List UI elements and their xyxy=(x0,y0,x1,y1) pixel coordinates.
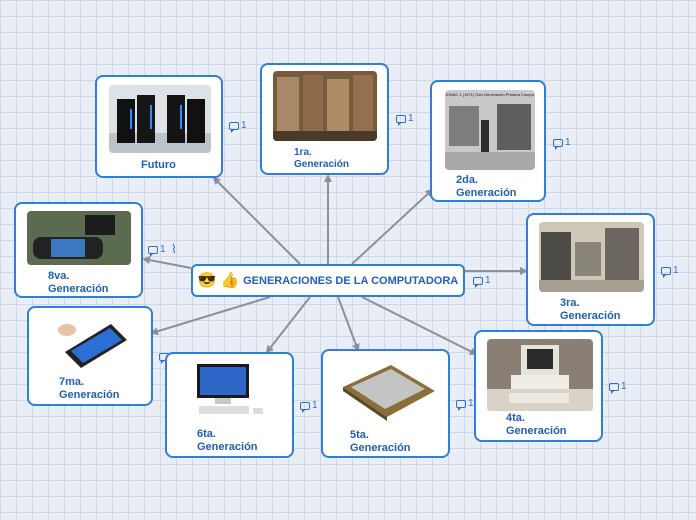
comment-icon xyxy=(553,138,563,150)
central-topic[interactable]: 😎 👍 GENERACIONES DE LA COMPUTADORA xyxy=(191,264,465,297)
comment-indicator[interactable]: 1 xyxy=(229,120,247,133)
link-gen5 xyxy=(337,296,360,352)
comment-indicator[interactable]: 1 xyxy=(148,244,166,257)
node-gen6[interactable]: 6ta. Generación xyxy=(165,352,294,458)
node-gen3[interactable]: 3ra. Generación xyxy=(526,213,655,326)
paperclip-icon[interactable]: ⌇ xyxy=(171,242,177,256)
comment-indicator[interactable]: 1 xyxy=(473,275,491,288)
node-label: 8va. Generación xyxy=(48,270,109,295)
comment-indicator[interactable]: 1 xyxy=(456,398,474,411)
thumbs-up-emoji-icon: 👍 xyxy=(220,272,240,289)
comment-indicator[interactable]: 1 xyxy=(661,265,679,278)
link-futuro xyxy=(212,176,301,265)
node-futuro[interactable]: Futuro xyxy=(95,75,223,178)
node-label: Futuro xyxy=(141,159,176,171)
gen2-transistor-computer-image xyxy=(445,90,535,170)
comment-icon xyxy=(148,245,158,257)
gen4-personal-computer-image xyxy=(487,339,593,411)
comment-icon xyxy=(396,114,406,126)
gen1-vacuum-tube-computer-image xyxy=(273,71,377,141)
link-gen7 xyxy=(150,296,271,336)
gen3-mainframe-image xyxy=(539,222,644,292)
node-label: 1ra. Generación xyxy=(294,147,350,170)
link-gen6 xyxy=(265,296,311,354)
comment-icon xyxy=(609,382,619,394)
node-label: 5ta. Generación xyxy=(350,429,411,454)
node-label: 6ta. Generación xyxy=(197,428,258,453)
comment-icon xyxy=(229,121,239,133)
node-label: 2da. Generación xyxy=(456,174,517,199)
futuro-supercomputer-image xyxy=(109,85,211,153)
node-gen2[interactable]: ENIAC 1 (1971) Gen Generación Primera Co… xyxy=(430,80,546,202)
gen2-photo-caption: ENIAC 1 (1971) Gen Generación Primera Co… xyxy=(446,92,534,97)
comment-icon xyxy=(661,266,671,278)
central-topic-title: GENERACIONES DE LA COMPUTADORA xyxy=(243,274,459,287)
node-gen5[interactable]: 5ta. Generación xyxy=(321,349,450,458)
comment-indicator[interactable]: 1 xyxy=(396,113,414,126)
link-gen4 xyxy=(361,296,478,355)
link-gen2 xyxy=(351,188,434,265)
comment-icon xyxy=(456,399,466,411)
gen5-processor-chip-image xyxy=(335,357,441,425)
comment-indicator[interactable]: 1 xyxy=(609,381,627,394)
comment-icon xyxy=(300,401,310,413)
comment-icon xyxy=(473,276,483,288)
sunglasses-emoji-icon: 😎 xyxy=(197,272,217,289)
node-label: 7ma. Generación xyxy=(59,376,120,401)
gen6-all-in-one-pc-image xyxy=(187,360,273,422)
node-label: 3ra. Generación xyxy=(560,297,621,322)
comment-indicator[interactable]: 1 xyxy=(300,400,318,413)
gen8-handheld-tablet-image xyxy=(27,211,131,265)
node-gen7[interactable]: 7ma. Generación xyxy=(27,306,153,406)
node-label: 4ta. Generación xyxy=(506,412,567,437)
node-gen8[interactable]: 8va. Generación xyxy=(14,202,143,298)
node-gen4[interactable]: 4ta. Generación xyxy=(474,330,603,442)
node-gen1[interactable]: 1ra. Generación xyxy=(260,63,389,175)
gen7-touch-tablet-image xyxy=(55,314,131,372)
comment-indicator[interactable]: 1 xyxy=(553,137,571,150)
link-gen8 xyxy=(142,256,192,269)
